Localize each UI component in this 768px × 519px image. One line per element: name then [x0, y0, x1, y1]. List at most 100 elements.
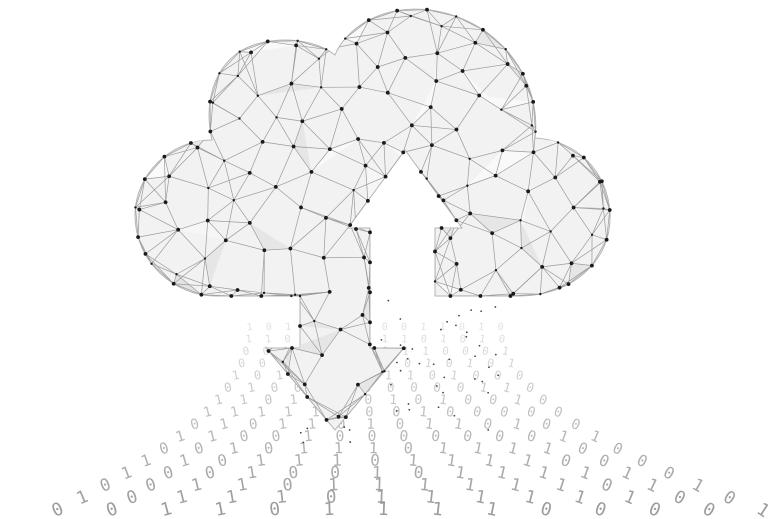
- binary-digit: 1: [366, 417, 375, 433]
- particle-dot: [418, 362, 421, 365]
- mesh-line: [299, 295, 315, 322]
- binary-digit: 0: [242, 344, 251, 358]
- mesh-line: [426, 145, 433, 179]
- binary-digit: 1: [277, 416, 288, 433]
- mesh-line: [233, 186, 276, 201]
- mesh-line: [282, 347, 293, 363]
- mesh-line: [431, 129, 457, 146]
- binary-digit: 0: [699, 498, 719, 519]
- mesh-node: [434, 79, 439, 83]
- mesh-line: [369, 344, 385, 372]
- binary-digit: 1: [506, 355, 516, 370]
- cloud-icon: [134, 8, 611, 431]
- mesh-node: [505, 62, 510, 66]
- binary-digit: 1: [235, 474, 248, 495]
- mesh-node: [320, 353, 324, 357]
- mesh-line: [282, 361, 308, 398]
- binary-digit: 0: [237, 356, 246, 371]
- mesh-line: [377, 32, 388, 68]
- mesh-line: [168, 142, 192, 177]
- binary-digit: 1: [485, 498, 500, 519]
- binary-digit: 1: [389, 393, 398, 408]
- mesh-node: [383, 370, 386, 373]
- mesh-node: [137, 207, 142, 212]
- mesh-line: [495, 247, 522, 271]
- particle-dot: [399, 369, 402, 372]
- mesh-line: [219, 51, 240, 74]
- binary-digit: 0: [364, 393, 372, 408]
- mesh-node: [403, 55, 408, 60]
- particle-dot: [442, 391, 445, 394]
- mesh-line: [306, 396, 327, 421]
- mesh-facet: [479, 95, 534, 110]
- binary-digit: 0: [403, 439, 414, 458]
- binary-digit: 0: [258, 356, 267, 371]
- mesh-line: [173, 283, 202, 296]
- binary-digit: 0: [445, 404, 456, 421]
- mesh-node: [419, 169, 423, 174]
- mesh-line: [338, 384, 359, 417]
- mesh-node: [520, 71, 525, 76]
- mesh-line: [197, 147, 209, 189]
- mesh-line: [267, 40, 298, 42]
- mesh-line: [267, 41, 297, 46]
- mesh-line: [540, 283, 569, 295]
- mesh-line: [296, 45, 327, 50]
- binary-digit: 0: [497, 322, 505, 334]
- mesh-line: [291, 347, 306, 385]
- mesh-line: [261, 294, 296, 297]
- binary-digit: 1: [523, 487, 538, 509]
- mesh-line: [583, 157, 603, 182]
- binary-digit: 1: [445, 450, 457, 470]
- mesh-line: [165, 176, 170, 203]
- mesh-line: [568, 265, 593, 285]
- mesh-line: [531, 125, 536, 132]
- mesh-line: [329, 148, 366, 166]
- mesh-line: [466, 185, 471, 214]
- mesh-node: [454, 127, 459, 132]
- binary-digit: 1: [588, 427, 603, 446]
- mesh-line: [323, 217, 327, 258]
- mesh-node: [590, 233, 594, 236]
- mesh-node: [289, 81, 294, 86]
- mesh-line: [557, 142, 574, 156]
- binary-digit: 1: [298, 439, 309, 458]
- mesh-line: [307, 396, 339, 417]
- mesh-node: [372, 346, 377, 350]
- mesh-line: [456, 263, 462, 290]
- particle-dot: [446, 320, 449, 323]
- binary-digit: 1: [231, 368, 241, 383]
- mesh-line: [462, 42, 476, 72]
- mesh-line: [357, 138, 386, 177]
- mesh-line: [505, 49, 527, 86]
- mesh-node: [599, 179, 604, 184]
- mesh-node: [365, 198, 370, 203]
- mesh-line: [209, 285, 238, 291]
- binary-digit: 1: [375, 488, 386, 508]
- mesh-node: [540, 264, 545, 269]
- mesh-line: [359, 66, 378, 88]
- mesh-line: [165, 202, 179, 230]
- binary-digit: 0: [293, 379, 302, 395]
- mesh-node: [448, 236, 453, 241]
- mesh-line: [323, 224, 351, 258]
- mesh-line: [145, 229, 179, 255]
- mesh-line: [325, 189, 354, 219]
- mesh-node: [539, 292, 542, 296]
- mesh-line: [601, 181, 611, 211]
- particle-dot: [343, 426, 346, 428]
- mesh-line: [297, 40, 320, 59]
- mesh-line: [520, 191, 529, 221]
- mesh-line: [533, 152, 556, 178]
- mesh-node: [298, 294, 302, 298]
- mesh-line: [290, 295, 301, 327]
- binary-digit: 0: [103, 498, 120, 519]
- binary-digit: 0: [471, 404, 482, 421]
- mesh-line: [436, 16, 457, 54]
- mesh-node: [262, 248, 267, 253]
- particle-dot: [465, 335, 468, 338]
- binary-digit: 1: [275, 487, 288, 508]
- mesh-line: [435, 53, 438, 82]
- mesh-line: [210, 131, 225, 161]
- mesh-line: [495, 151, 534, 176]
